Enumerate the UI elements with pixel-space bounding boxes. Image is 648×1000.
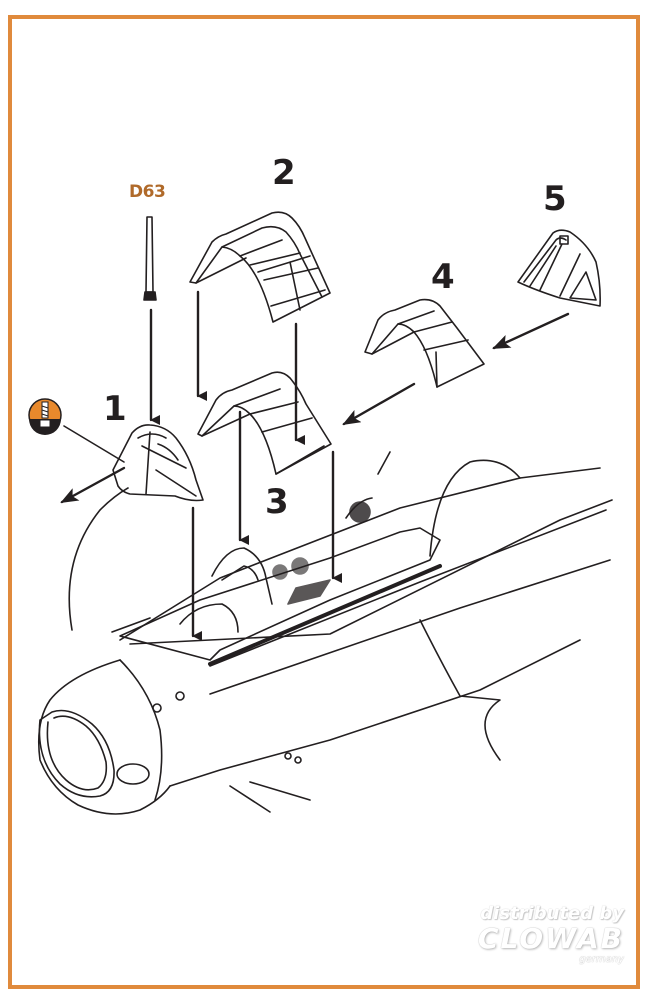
windscreen-part-1 xyxy=(112,424,204,502)
watermark: distributed by CLOWAB germany xyxy=(454,904,624,966)
part-label-5: 5 xyxy=(543,179,567,219)
assembly-arrows xyxy=(60,290,570,641)
arrow-part4 xyxy=(342,382,416,426)
canopy-part-2 xyxy=(189,211,331,323)
page-frame xyxy=(8,15,640,989)
cockpit-interior xyxy=(68,451,442,666)
watermark-country: germany xyxy=(579,954,624,965)
drill-hole-icon xyxy=(28,398,62,435)
canopy-part-3 xyxy=(197,371,332,475)
part-label-1: 1 xyxy=(103,389,127,429)
antenna-part-code: D63 xyxy=(129,182,166,202)
part-label-2: 2 xyxy=(272,153,296,193)
antenna-part xyxy=(143,216,157,301)
drill-leader-line xyxy=(63,425,125,463)
canopy-part-4 xyxy=(364,298,485,388)
arrow-part5 xyxy=(492,312,570,350)
fuselage xyxy=(37,459,613,815)
windscreen-part-5 xyxy=(517,229,601,307)
watermark-distributed-by: distributed by xyxy=(480,903,624,924)
watermark-brand: CLOWAB xyxy=(477,922,624,955)
part-label-3: 3 xyxy=(265,482,289,522)
arrow-part1-out xyxy=(60,466,126,504)
part-label-4: 4 xyxy=(431,257,455,297)
